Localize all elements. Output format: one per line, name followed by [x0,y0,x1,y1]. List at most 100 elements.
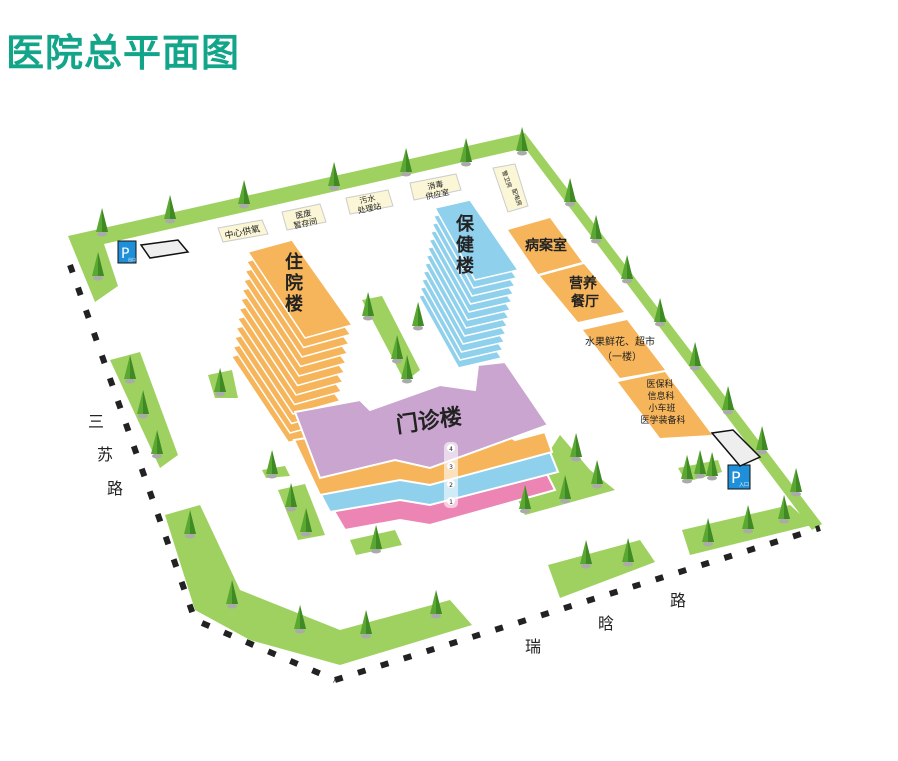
floor-3[interactable]: 3 [449,464,453,471]
tree-icon [591,460,603,489]
svg-text:三: 三 [88,412,104,431]
tree-icon [164,195,176,224]
parking-shelter-icon [710,429,762,467]
svg-text:处理站: 处理站 [357,201,383,216]
tree-icon [226,580,238,609]
tree-icon [412,302,424,331]
tree-icon [681,455,693,484]
tree-icon [519,485,531,514]
svg-text:小车班: 小车班 [648,402,675,414]
svg-text:（一楼）: （一楼） [602,350,642,363]
svg-text:供应室: 供应室 [425,187,451,202]
tree-icon [559,475,571,504]
grass-south-1 [548,540,655,598]
inpatient-label: 住院楼 [282,252,303,315]
floor-indicator: 4 3 2 1 [444,442,458,508]
label-guard-power: 警卫房 配电房 [492,163,529,213]
tree-icon [702,518,714,547]
tree-icon [742,505,754,534]
floor-layer [433,199,520,281]
tree-icon [722,386,734,415]
svg-text:污水: 污水 [359,193,377,206]
trees [92,127,802,639]
canteen[interactable]: 营养 餐厅 [540,264,624,322]
tree-icon [266,450,278,479]
tree-icon [184,510,196,539]
admin-departments[interactable]: 医保科 信息科 小车班 医学装备科 [618,372,712,438]
svg-text:医保科: 医保科 [646,378,673,390]
svg-text:水果鲜花、超市: 水果鲜花、超市 [585,335,655,348]
svg-text:P: P [121,246,129,262]
shop-building[interactable]: 水果鲜花、超市 （一楼） [583,320,665,378]
tree-icon [460,138,472,167]
svg-text:医学装备科: 医学装备科 [640,414,685,426]
records-room[interactable]: 病案室 [508,218,582,274]
label-medical-waste: 医废 暂存间 [281,203,327,231]
tree-icon [621,255,633,284]
svg-text:暂存间: 暂存间 [293,216,319,231]
tree-icon [300,508,312,537]
tree-icon [706,452,718,481]
grass-north [68,133,822,530]
svg-text:病案室: 病案室 [525,237,567,254]
parking-exit[interactable]: P 出口 [117,239,190,264]
grass-southwest [165,505,472,665]
tree-icon [294,605,306,634]
svg-text:晗: 晗 [598,614,614,633]
parking-shelter-icon [139,239,190,259]
tree-icon [654,298,666,327]
tree-icon [570,433,582,462]
road-west: 三 苏 路 [88,412,123,498]
tree-icon [360,610,372,639]
tree-icon [564,178,576,207]
svg-text:路: 路 [670,591,686,610]
tree-icon [214,368,226,397]
floor-layer [246,239,354,339]
svg-text:瑞: 瑞 [525,637,541,656]
tree-icon [430,590,442,619]
tree-icon [96,208,108,237]
floor-1[interactable]: 1 [449,499,453,506]
tree-icon [137,390,149,419]
svg-text:医废: 医废 [295,208,313,221]
floor-2[interactable]: 2 [449,482,453,489]
tree-icon [694,450,706,479]
grass-small-4 [518,435,615,515]
tree-icon [124,355,136,384]
tree-icon [756,426,768,455]
tree-icon [391,335,403,364]
svg-text:路: 路 [107,479,123,498]
tree-icon [580,540,592,569]
svg-text:入口: 入口 [739,482,749,488]
outpatient-building[interactable]: 门诊楼 4 3 2 1 [292,360,560,532]
svg-text:信息科: 信息科 [647,390,674,402]
label-oxygen: 中心供氧 [217,219,269,243]
road-south: 瑞 晗 路 [525,591,686,656]
facility-labels: 中心供氧 医废 暂存间 污水 处理站 消毒 供应室 警卫房 配电房 [217,163,529,243]
tree-icon [689,342,701,371]
site-boundary [67,264,821,683]
tree-icon [778,495,790,524]
floor-4[interactable]: 4 [449,446,453,453]
healthcare-building[interactable] [417,199,520,369]
page-title: 医院总平面图 [6,31,241,75]
tree-icon [285,483,297,512]
grass-center-strip [362,296,420,382]
tree-icon [92,252,104,281]
tree-icon [790,468,802,497]
tree-icon [590,215,602,244]
svg-text:餐厅: 餐厅 [570,293,599,310]
svg-text:P: P [731,468,741,487]
tree-icon [400,148,412,177]
tree-icon [622,538,634,567]
parking-entry[interactable]: P 入口 [710,429,762,490]
tree-icon [370,525,382,554]
tree-icon [328,162,340,191]
tree-icon [238,180,250,209]
label-disinfection: 消毒 供应室 [409,173,462,202]
tree-icon [401,355,413,384]
tree-icon [516,127,528,156]
tree-icon [151,430,163,459]
label-sewage: 污水 处理站 [345,189,394,216]
